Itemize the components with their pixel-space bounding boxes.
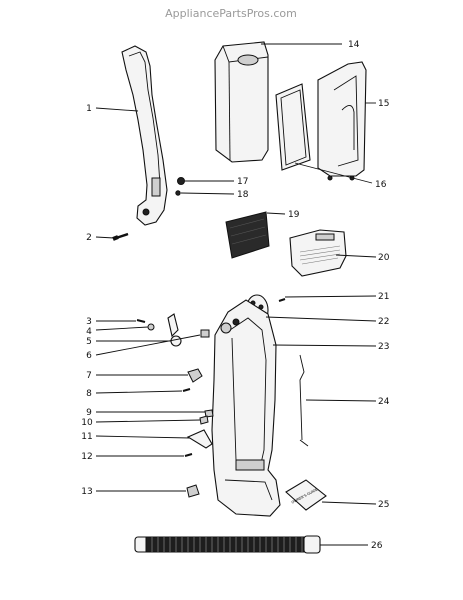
part-label-7: 7 — [86, 371, 92, 381]
part-label-2: 2 — [86, 233, 92, 243]
bumper-part-13 — [186, 484, 200, 498]
screw-part-2 — [112, 232, 129, 241]
clip-part-10 — [199, 415, 209, 425]
part-label-1: 1 — [86, 104, 92, 114]
screw-part-8 — [182, 388, 191, 392]
part-label-19: 19 — [288, 210, 300, 220]
part-label-10: 10 — [81, 418, 93, 428]
pre-filter-part — [225, 211, 270, 259]
hose-part — [134, 535, 321, 554]
nut-part-17 — [177, 177, 185, 185]
part-label-6: 6 — [86, 351, 92, 361]
rod-part — [299, 354, 309, 447]
handle-part — [121, 45, 168, 226]
clip-part-6 — [200, 329, 210, 338]
part-label-22: 22 — [378, 317, 389, 327]
part-label-21: 21 — [378, 292, 389, 302]
screw-part-3 — [136, 319, 146, 323]
part-number-labels: 1 2 3 4 5 6 7 8 9 10 11 12 13 14 15 16 1… — [81, 40, 389, 551]
site-watermark: AppliancePartsPros.com — [165, 7, 297, 20]
part-label-24: 24 — [378, 397, 390, 407]
part-label-4: 4 — [86, 327, 92, 337]
part-label-13: 13 — [81, 487, 92, 497]
part-label-12: 12 — [81, 452, 92, 462]
spacer-part-4 — [147, 323, 155, 331]
screw-part-12 — [184, 453, 193, 457]
leader-lines — [95, 43, 377, 546]
part-label-14: 14 — [348, 40, 360, 50]
part-label-23: 23 — [378, 342, 389, 352]
part-label-25: 25 — [378, 500, 389, 510]
grill-part — [289, 229, 347, 277]
dirt-cup-part — [214, 41, 269, 163]
owners-guide-part: OWNER'S GUIDE — [285, 479, 327, 511]
part-label-26: 26 — [371, 541, 383, 551]
part-label-17: 17 — [237, 177, 248, 187]
main-housing-part — [211, 299, 281, 517]
part-label-20: 20 — [378, 253, 390, 263]
bracket-part-9 — [204, 409, 214, 418]
pedal-part-11 — [186, 429, 213, 449]
part-label-18: 18 — [237, 190, 249, 200]
part-label-15: 15 — [378, 99, 389, 109]
part-label-5: 5 — [86, 337, 92, 347]
washer-part-18 — [175, 190, 181, 196]
switch-part-7 — [187, 368, 203, 383]
part-label-8: 8 — [86, 389, 92, 399]
screw-part-21 — [278, 298, 286, 302]
part-label-16: 16 — [375, 180, 387, 190]
filter-frame-part — [275, 83, 311, 171]
part-label-11: 11 — [81, 432, 92, 442]
cup-cover-part — [317, 61, 367, 181]
part-label-9: 9 — [86, 408, 92, 418]
part-label-3: 3 — [86, 317, 92, 327]
